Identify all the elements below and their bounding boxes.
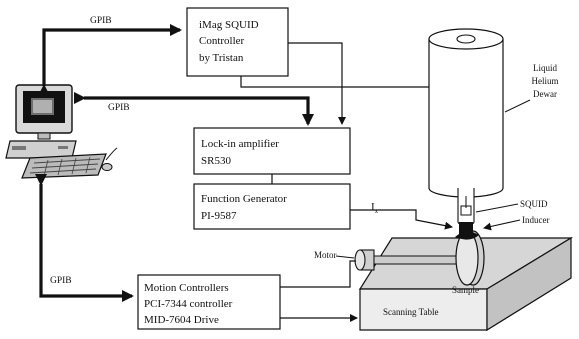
sample-disk: Sample [452,230,485,295]
ix-label: Ix [371,201,379,215]
squid-callout: SQUID [475,199,548,213]
dewar-label-line-2: Helium [532,76,559,86]
helium-dewar [428,28,504,226]
motor-assembly: Motor [314,249,463,271]
ix-label-main: I [371,201,375,213]
motion-label-line-1: Motion Controllers [144,282,229,294]
squid-controller-label-line-1: iMag SQUID [199,19,259,31]
lockin-label-line-2: SR530 [201,155,231,167]
motion-label-line-3: MID-7604 Drive [144,314,219,326]
gpib-top-label: GPIB [90,16,112,26]
gpib-bottom-label: GPIB [50,276,72,286]
function-generator-label-line-1: Function Generator [201,193,287,205]
squid-label: SQUID [520,199,548,209]
inducer-label: Inducer [522,215,549,225]
gpib-bus-top: GPIB [38,16,182,96]
motion-label-line-2: PCI-7344 controller [144,298,233,310]
sample-label: Sample [452,285,479,295]
motion-to-motor-link [280,260,356,288]
squid-controller-box: iMag SQUID Controller by Tristan [186,7,289,77]
gpib-bus-bottom: GPIB [35,174,134,302]
motor-leader [335,255,355,259]
squid-controller-label-line-3: by Tristan [199,52,244,64]
gpib-bus-middle: GPIB [74,92,314,126]
lockin-label-line-1: Lock-in amplifier [201,138,279,150]
function-generator-box: Function Generator PI-9587 [193,183,351,230]
dewar-label-line-3: Dewar [533,89,557,99]
lockin-amplifier-box: Lock-in amplifier SR530 [193,127,351,175]
dewar-label-line-1: Liquid [533,63,557,73]
inducer-callout: Inducer [483,215,549,231]
squid-inducer-element [459,222,473,234]
ix-label-sub: x [375,207,379,215]
function-generator-label-line-2: PI-9587 [201,210,237,222]
computer-workstation-icon [5,84,118,179]
motor-label: Motor [314,250,337,260]
scanning-table-label: Scanning Table [383,307,438,317]
dewar-label: Liquid Helium Dewar [504,63,559,113]
motion-controllers-box: Motion Controllers PCI-7344 controller M… [137,274,281,330]
controller-to-lockin-arrow [288,42,346,125]
ix-current-path: Ix [350,201,453,230]
squid-controller-label-line-2: Controller [199,35,245,47]
gpib-middle-label: GPIB [108,103,130,113]
